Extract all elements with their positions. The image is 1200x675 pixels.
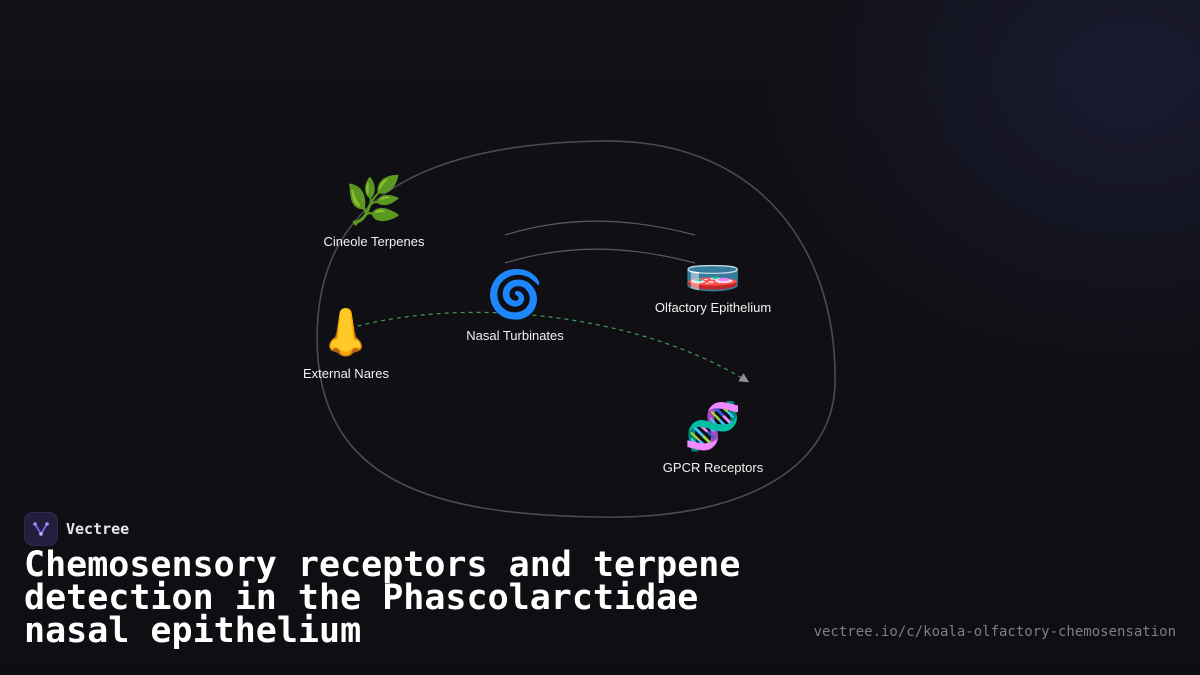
node-olfactory-epithelium: 🧫 Olfactory Epithelium <box>655 238 771 315</box>
node-external-nares: 👃 External Nares <box>303 304 389 381</box>
node-label: Cineole Terpenes <box>323 234 425 249</box>
vectree-logo-icon <box>24 512 58 546</box>
brand-name: Vectree <box>66 520 130 538</box>
page-url[interactable]: vectree.io/c/koala-olfactory-chemosensat… <box>813 624 1176 640</box>
node-cineole-terpenes: 🌿 Cineole Terpenes <box>324 172 425 249</box>
node-nasal-turbinates: 🌀 Nasal Turbinates <box>466 266 564 343</box>
cyclone-icon: 🌀 <box>486 267 544 321</box>
dna-icon: 🧬 <box>684 399 742 453</box>
node-label: Olfactory Epithelium <box>654 300 772 315</box>
nose-icon: 👃 <box>317 305 375 359</box>
connector-arc-upper <box>504 220 696 236</box>
node-label: External Nares <box>303 366 389 381</box>
page-title: Chemosensory receptors and terpene detec… <box>24 545 741 651</box>
herb-icon: 🌿 <box>345 173 403 227</box>
brand: Vectree <box>24 512 129 546</box>
node-gpcr-receptors: 🧬 GPCR Receptors <box>663 398 763 475</box>
node-label: Nasal Turbinates <box>466 328 564 343</box>
region-outline <box>316 140 836 518</box>
node-label: GPCR Receptors <box>662 460 764 475</box>
petri-dish-icon: 🧫 <box>684 239 742 293</box>
connector-arc-lower <box>504 248 696 264</box>
